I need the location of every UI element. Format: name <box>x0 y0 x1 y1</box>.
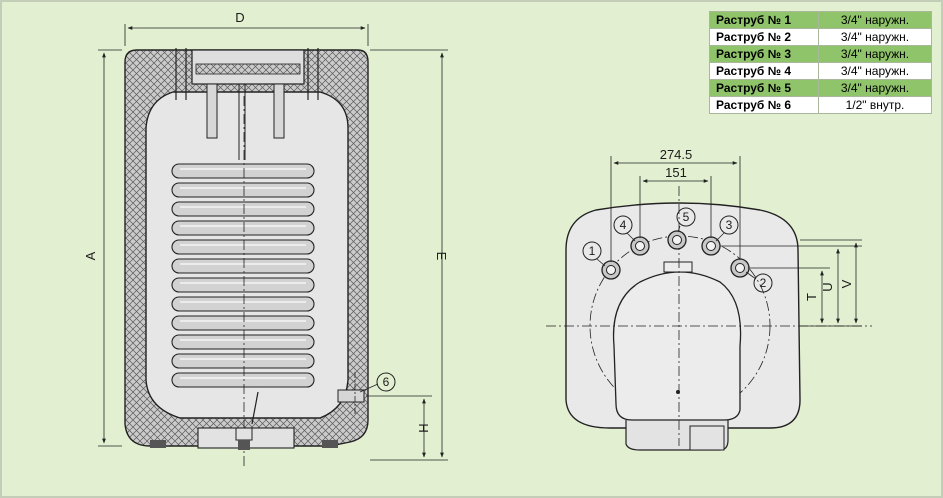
marker-2: 2 <box>745 271 773 293</box>
dimension-lines-right <box>610 156 862 327</box>
marker-5: 5 <box>676 207 696 233</box>
top-view <box>546 186 872 451</box>
spec-value: 3/4" наружн. <box>818 45 932 63</box>
dim-label-v: V <box>839 279 854 288</box>
coil-turn <box>171 334 315 350</box>
coil-turn <box>171 277 315 293</box>
spec-label: Раструб № 1 <box>709 11 819 29</box>
marker-4-label: 4 <box>620 218 627 232</box>
coil-turn <box>171 163 315 179</box>
marker-6-label: 6 <box>383 375 390 389</box>
dim-label-e: E <box>434 252 449 261</box>
dim-label-u: U <box>820 282 835 291</box>
side-section-view <box>124 48 369 468</box>
coil-turn <box>171 239 315 255</box>
coil-turn <box>171 201 315 217</box>
marker-3-label: 3 <box>726 218 733 232</box>
dim-label-t: T <box>804 293 819 301</box>
spec-value: 3/4" наружн. <box>818 79 932 97</box>
spec-value: 3/4" наружн. <box>818 28 932 46</box>
inner-tank <box>145 91 349 419</box>
spec-label: Раструб № 3 <box>709 45 819 63</box>
socket-4 <box>630 236 650 256</box>
spec-label: Раструб № 6 <box>709 96 819 114</box>
dim-label-d: D <box>235 10 244 25</box>
coil-turn <box>171 315 315 331</box>
coil-turn <box>171 258 315 274</box>
socket-5 <box>667 230 687 250</box>
marker-1-label: 1 <box>589 244 596 258</box>
coil-turn <box>171 353 315 369</box>
marker-3: 3 <box>715 215 739 242</box>
dimension-lines-left <box>98 24 448 461</box>
side-socket-6 <box>337 389 365 403</box>
spec-value: 1/2" внутр. <box>818 96 932 114</box>
dim-label-h: H <box>416 423 431 432</box>
inner-housing <box>612 271 742 421</box>
dim-label-151: 151 <box>665 165 687 180</box>
coil-turn <box>171 372 315 388</box>
spec-value: 3/4" наружн. <box>818 62 932 80</box>
top-flange-hatch <box>195 63 301 75</box>
spec-label: Раструб № 4 <box>709 62 819 80</box>
socket-1 <box>601 260 621 280</box>
coil-turn <box>171 296 315 312</box>
spec-value: 3/4" наружн. <box>818 11 932 29</box>
coil-turn <box>171 220 315 236</box>
coil-turn <box>171 182 315 198</box>
marker-1: 1 <box>582 241 606 267</box>
heat-exchanger-coil <box>171 163 315 388</box>
marker-2-label: 2 <box>760 276 767 290</box>
dim-label-274-5: 274.5 <box>660 147 693 162</box>
marker-4: 4 <box>613 215 636 242</box>
marker-6: 6 <box>359 372 396 393</box>
spec-label: Раструб № 5 <box>709 79 819 97</box>
marker-5-label: 5 <box>683 210 690 224</box>
socket-2 <box>730 258 750 278</box>
dim-label-a: A <box>83 251 98 260</box>
spec-label: Раструб № 2 <box>709 28 819 46</box>
